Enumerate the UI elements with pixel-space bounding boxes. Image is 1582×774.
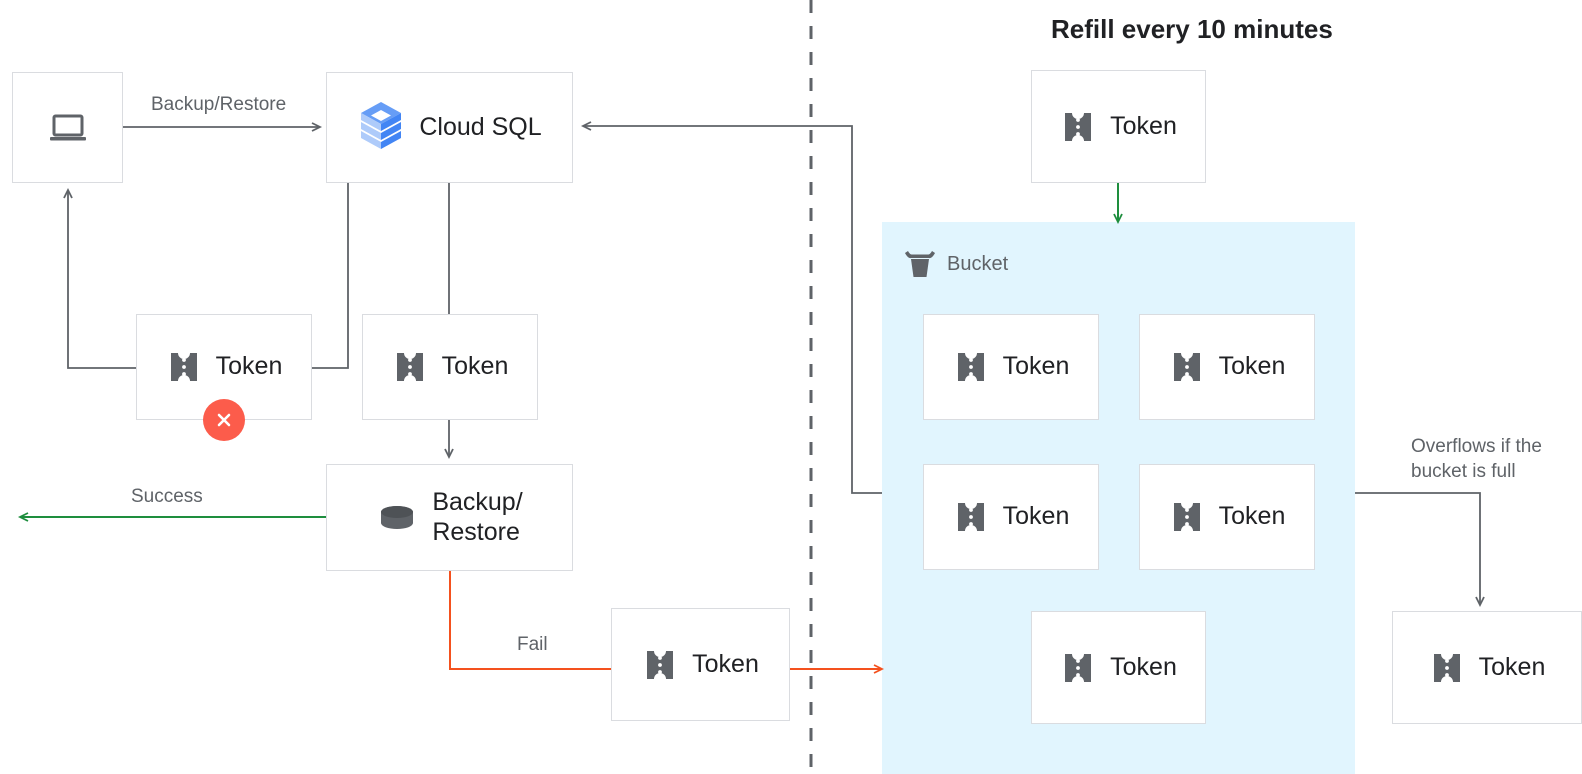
node-bucket-token-2-label: Token	[1218, 352, 1286, 381]
node-client[interactable]	[12, 72, 123, 183]
token-icon	[166, 351, 202, 383]
node-token-refill-label: Token	[1110, 111, 1177, 140]
node-bucket-token-5-label: Token	[1110, 652, 1177, 681]
token-icon	[1429, 652, 1465, 684]
edge-tokenfailed-to-client	[63, 187, 136, 369]
error-x-badge	[203, 399, 245, 441]
node-bucket-token-3-label: Token	[1002, 502, 1070, 531]
node-token-consumed[interactable]: Token	[362, 314, 538, 420]
bucket-label: Bucket	[947, 252, 1009, 275]
token-icon	[642, 649, 678, 681]
node-bucket-token-4[interactable]: Token	[1139, 464, 1315, 570]
token-icon	[1169, 351, 1205, 383]
edge-bucket-overflow	[1355, 492, 1485, 608]
node-cloud-sql[interactable]: Cloud SQL	[326, 72, 573, 183]
edge-label-fail: Fail	[517, 634, 548, 655]
close-icon	[217, 413, 231, 427]
edge-label-backup-restore: Backup/Restore	[151, 94, 287, 115]
node-token-refill[interactable]: Token	[1031, 70, 1206, 183]
node-token-failed-label: Token	[215, 352, 283, 381]
token-icon	[1060, 652, 1096, 684]
bucket-icon	[903, 248, 937, 280]
node-backup-restore[interactable]: Backup/ Restore	[326, 464, 573, 571]
node-token-fail-return[interactable]: Token	[611, 608, 790, 721]
node-bucket-token-4-label: Token	[1218, 502, 1286, 531]
edge-bucket-to-cloudsql	[580, 121, 882, 494]
node-bucket-token-3[interactable]: Token	[923, 464, 1099, 570]
node-bucket-token-2[interactable]: Token	[1139, 314, 1315, 420]
node-token-fail-return-label: Token	[692, 649, 759, 678]
database-icon	[376, 501, 418, 535]
token-icon	[1060, 111, 1096, 143]
node-bucket-token-5[interactable]: Token	[1031, 611, 1206, 724]
cloud-sql-icon	[357, 100, 405, 156]
node-token-overflow-label: Token	[1478, 652, 1546, 681]
edge-cloudsql-to-tokenfailed	[311, 182, 349, 369]
token-icon	[392, 351, 428, 383]
node-token-overflow[interactable]: Token	[1392, 611, 1582, 724]
node-cloud-sql-label: Cloud SQL	[419, 112, 542, 141]
node-backup-restore-label: Backup/ Restore	[432, 488, 523, 546]
token-icon	[953, 501, 989, 533]
edge-label-overflow: Overflows if the bucket is full	[1411, 436, 1542, 482]
laptop-icon	[49, 113, 87, 143]
token-icon	[1169, 501, 1205, 533]
section-title-refill: Refill every 10 minutes	[1051, 14, 1333, 44]
bucket-tag: Bucket	[903, 248, 1008, 280]
node-token-consumed-label: Token	[441, 352, 509, 381]
token-icon	[953, 351, 989, 383]
node-bucket-token-1-label: Token	[1002, 352, 1070, 381]
edge-label-success: Success	[131, 486, 203, 507]
node-bucket-token-1[interactable]: Token	[923, 314, 1099, 420]
